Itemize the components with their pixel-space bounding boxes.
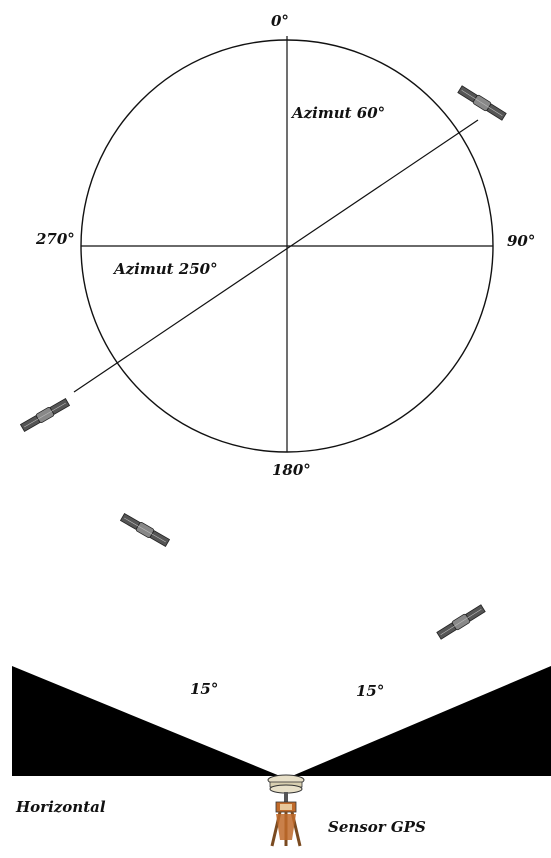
satellite-icon — [20, 398, 70, 433]
horizontal-label: Horizontal — [16, 798, 106, 816]
azimuth-250-label: Azimut 250° — [114, 260, 218, 278]
east-label: 90° — [507, 232, 535, 250]
south-label: 180° — [272, 461, 311, 479]
azimuth-60-label: Azimut 60° — [292, 104, 385, 122]
mask-left-angle-label: 15° — [190, 680, 218, 698]
gps-sensor-icon — [268, 775, 304, 846]
azimuth-line — [74, 120, 478, 392]
satellite-icon — [120, 513, 170, 548]
satellite-icon — [436, 604, 485, 640]
mask-right-wedge — [292, 666, 551, 776]
satellite-icon — [457, 85, 506, 121]
sensor-gps-label: Sensor GPS — [328, 818, 426, 836]
mask-left-wedge — [12, 666, 280, 776]
mask-right-angle-label: 15° — [356, 682, 384, 700]
west-label: 270° — [36, 230, 75, 248]
north-label: 0° — [271, 12, 289, 30]
